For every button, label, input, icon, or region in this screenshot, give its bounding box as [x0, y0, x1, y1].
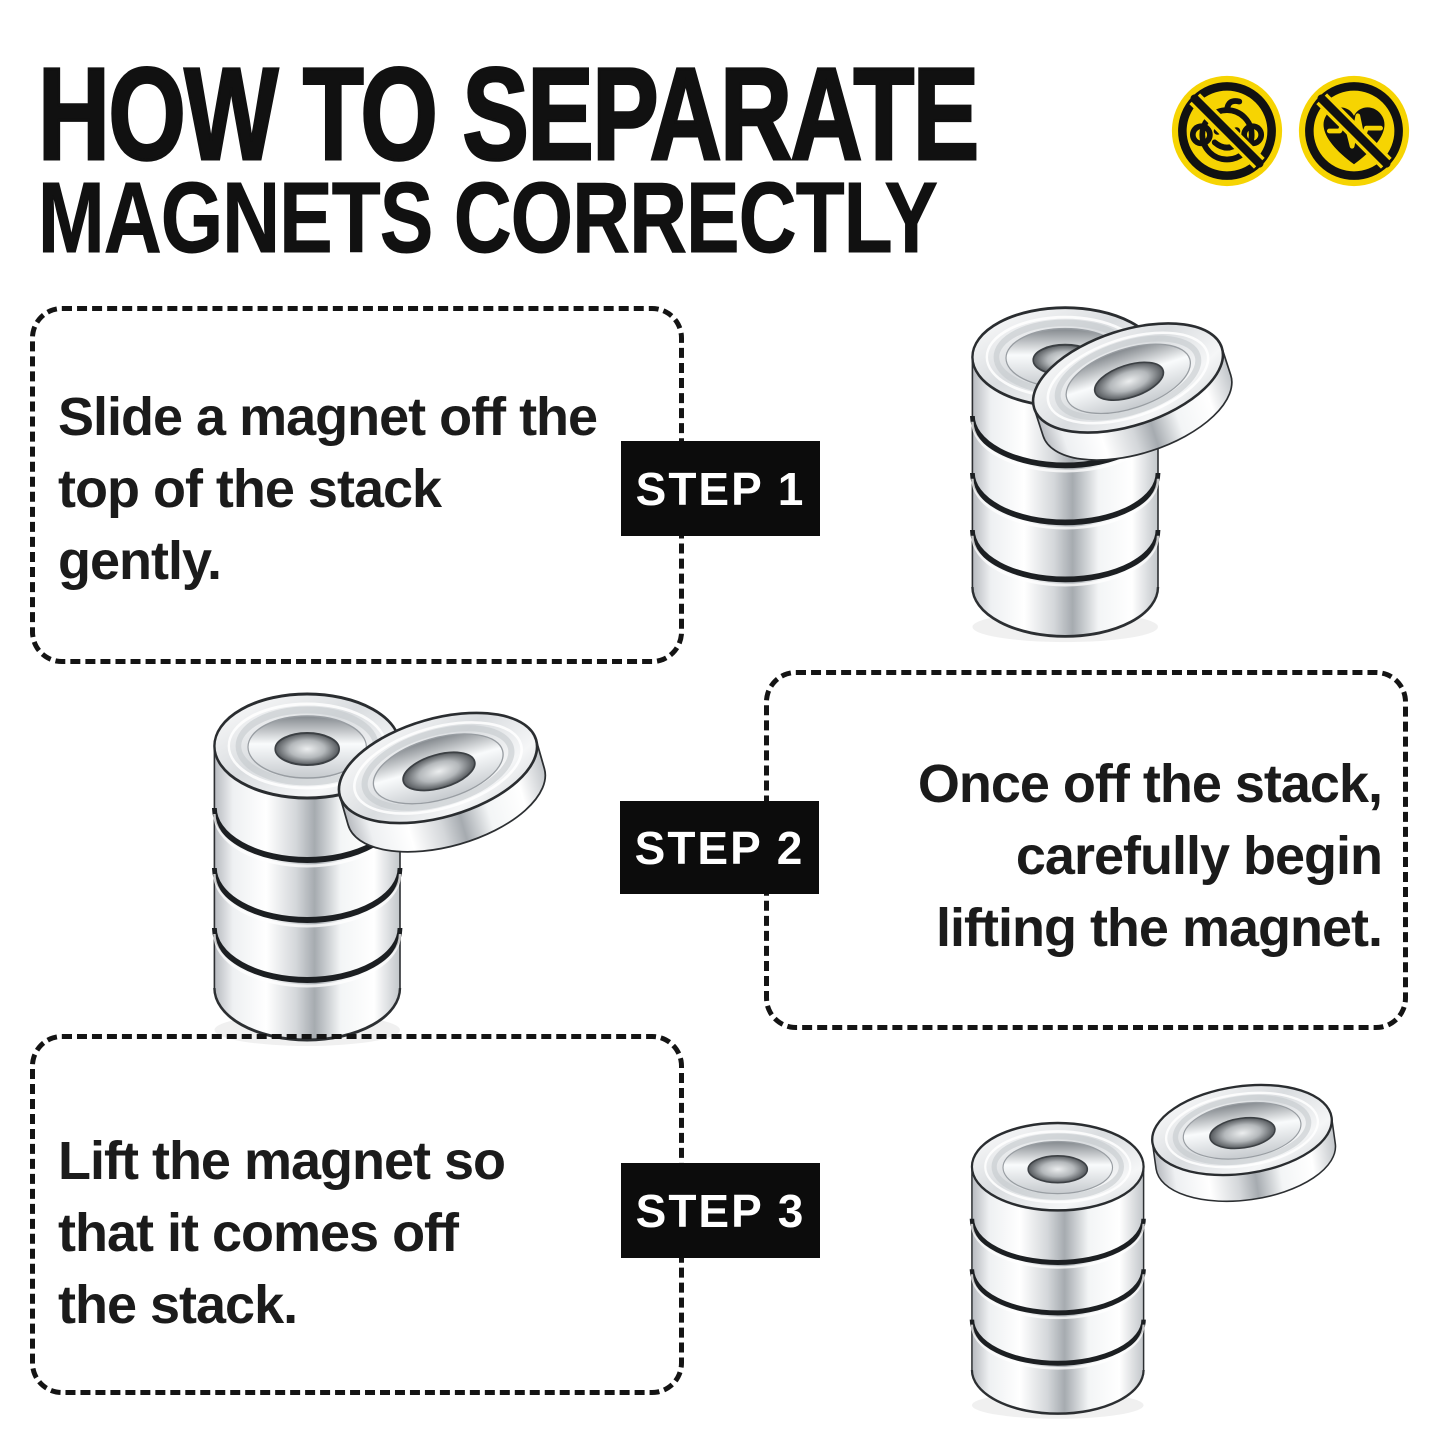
step3-label: STEP 3: [621, 1163, 820, 1258]
no-pacemaker-icon: [1298, 75, 1410, 187]
step1-text: Slide a magnet off the top of the stack …: [58, 387, 598, 591]
step3-text: Lift the magnet so that it comes off the…: [58, 1131, 506, 1335]
page-title-line2: MAGNETS CORRECTLY: [38, 162, 939, 274]
magnet-photo-step1: [972, 302, 1245, 642]
no-children-icon: [1171, 75, 1283, 187]
page-title-line1: HOW TO SEPARATE: [37, 40, 980, 187]
magnet-photo-step3: [972, 1074, 1341, 1419]
step2-label: STEP 2: [620, 801, 819, 894]
step1-label: STEP 1: [621, 441, 820, 536]
step2-text: Once off the stack, carefully begin lift…: [917, 754, 1383, 958]
magnet-photo-step2: [214, 692, 558, 1046]
